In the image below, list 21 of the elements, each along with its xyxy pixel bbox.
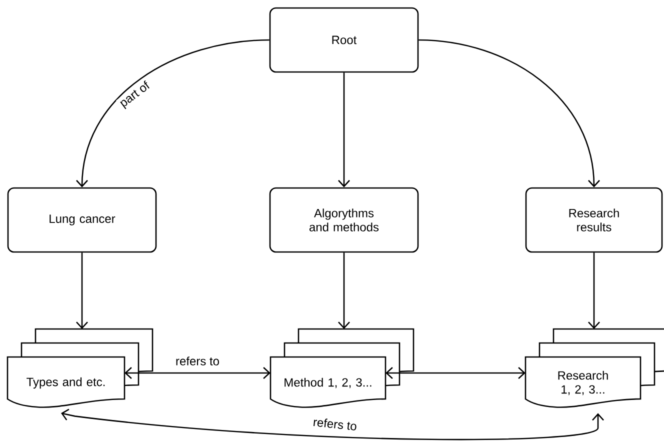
arrow (338, 252, 350, 329)
node-label: 1, 2, 3... (562, 385, 604, 396)
document-stack: Research 1, 2, 3... (524, 328, 664, 408)
process-box: Research results (525, 187, 663, 253)
arrow (76, 39, 270, 188)
arrow (418, 39, 600, 188)
arrow (61, 408, 604, 440)
process-box: Algorythms and methods (269, 187, 419, 253)
edge-label: refers to (176, 356, 219, 366)
arrow (76, 252, 88, 329)
edge-label: refers to (314, 418, 356, 430)
document-stack: Types and etc. (6, 328, 154, 408)
process-box: Root (269, 7, 419, 73)
process-box: Lung cancer (7, 187, 157, 253)
arrow (124, 367, 270, 379)
node-label: Types and etc. (26, 377, 105, 389)
node-label: Method 1, 2, 3... (284, 378, 372, 388)
document-stack: Method 1, 2, 3... (270, 328, 414, 408)
arrow (386, 367, 526, 379)
arrow (588, 252, 600, 329)
arrow (338, 72, 350, 188)
